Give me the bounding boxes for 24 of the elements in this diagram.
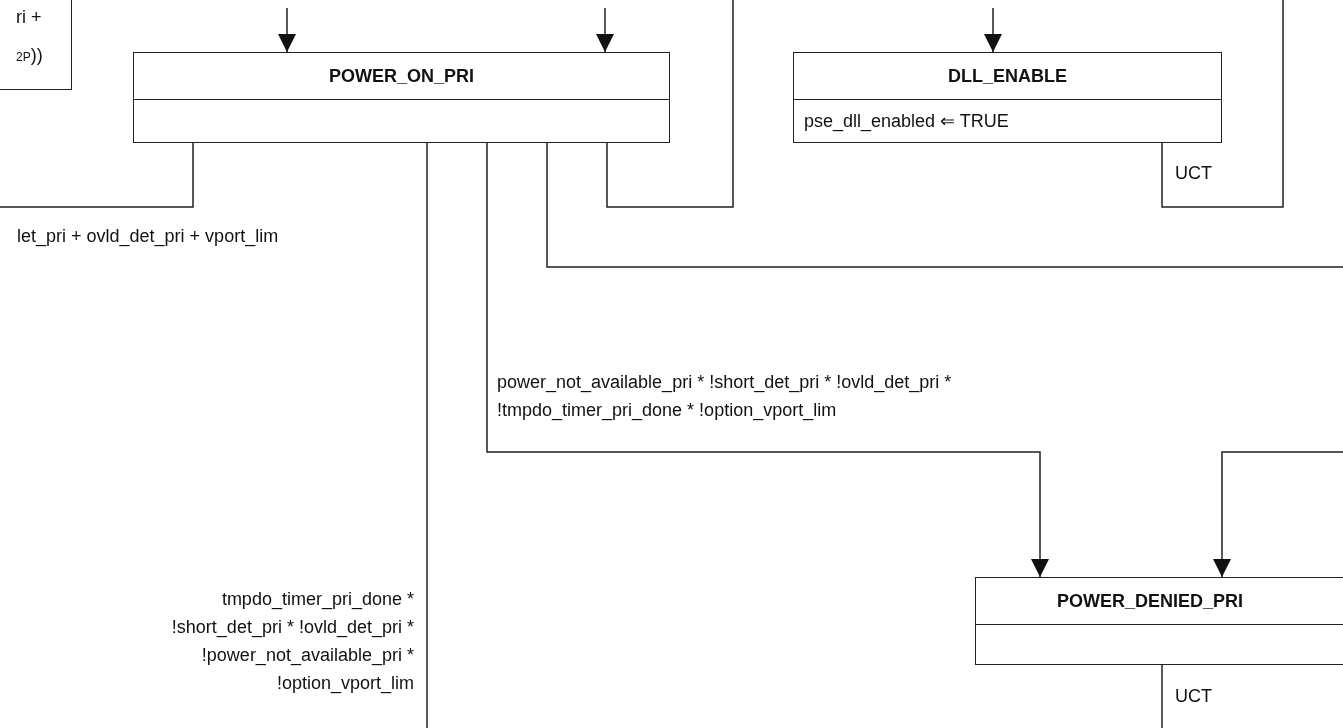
state-box <box>793 52 1222 143</box>
transition-arrow <box>486 142 1049 578</box>
transition-line <box>426 142 428 728</box>
state-name: POWER_ON_PRI <box>329 65 474 87</box>
state-name: DLL_ENABLE <box>948 65 1067 87</box>
state-box <box>133 52 670 143</box>
transition-arrow <box>278 7 296 53</box>
transition-line <box>0 142 194 208</box>
transition-arrow <box>984 7 1002 53</box>
transition-line <box>1161 0 1284 208</box>
transition-condition: tmpdo_timer_pri_done * !short_det_pri * !ovld_det_pri * !power_not_available_pri * !option_vport_lim <box>170 588 414 696</box>
transition-condition: UCT <box>1175 162 1213 185</box>
condition-box <box>0 0 72 90</box>
state-action: pse_dll_enabled ⇐ TRUE <box>804 110 1009 132</box>
state-name: POWER_DENIED_PRI <box>1056 590 1243 612</box>
transition-condition: UCT <box>1175 685 1213 708</box>
transition-condition: let_pri + ovld_det_pri + vport_lim <box>17 225 279 249</box>
transition-arrow <box>1213 451 1343 578</box>
transition-line <box>546 142 1343 268</box>
transition-arrow <box>596 7 614 53</box>
transition-line <box>606 0 734 208</box>
transition-line <box>1161 664 1163 728</box>
transition-condition: power_not_available_pri * !short_det_pri * !ovld_det_pri * !tmpdo_timer_pri_done * !option_vport_lim <box>497 371 953 423</box>
state-box <box>975 577 1343 665</box>
